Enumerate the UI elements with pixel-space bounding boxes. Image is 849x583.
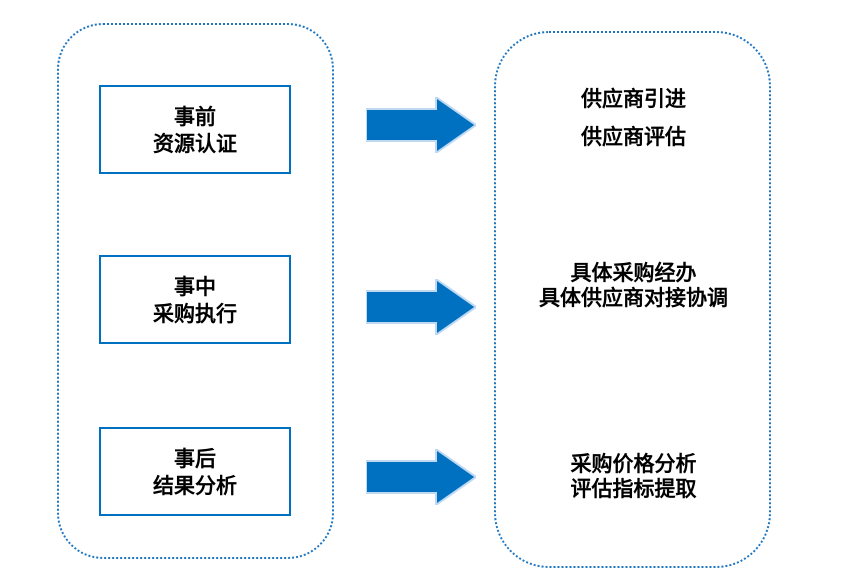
detail-supplier-coordination: 具体供应商对接协调 (539, 285, 728, 310)
stage-box-pre-event-line-1: 事前 (174, 103, 216, 129)
stage-box-in-event-line-1: 事中 (174, 273, 216, 299)
stage-box-post-event-line-1: 事后 (174, 445, 216, 471)
stage-box-pre-event-line-2: 资源认证 (153, 130, 237, 156)
stage-details-panel (494, 31, 771, 568)
detail-indicator-extraction: 评估指标提取 (570, 476, 697, 501)
right-arrow-icon-1 (366, 97, 476, 153)
detail-supplier-evaluation: 供应商评估 (581, 124, 686, 149)
detail-procurement-handling: 具体采购经办 (570, 260, 697, 285)
detail-group-supplier: 供应商引进 供应商评估 (495, 85, 772, 151)
detail-supplier-introduction: 供应商引进 (581, 86, 686, 111)
stage-box-in-event-line-2: 采购执行 (153, 300, 237, 326)
detail-price-analysis: 采购价格分析 (570, 451, 697, 476)
detail-group-execution: 具体采购经办 具体供应商对接协调 (495, 260, 772, 310)
detail-group-analysis: 采购价格分析 评估指标提取 (495, 451, 772, 501)
stage-box-post-event: 事后 结果分析 (99, 427, 291, 516)
stage-box-post-event-line-2: 结果分析 (153, 472, 237, 498)
right-arrow-icon-3 (366, 449, 476, 505)
stage-box-in-event: 事中 采购执行 (99, 255, 291, 344)
stage-box-pre-event: 事前 资源认证 (99, 85, 291, 174)
right-arrow-icon-2 (366, 279, 476, 335)
process-stages-panel (57, 23, 334, 559)
